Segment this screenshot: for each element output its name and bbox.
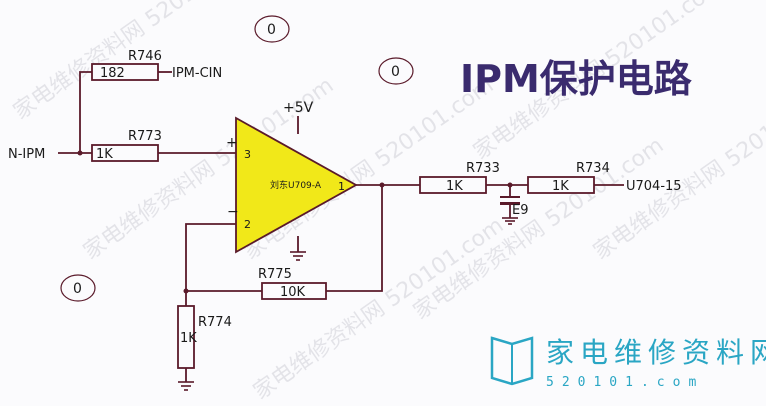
r775-value: 10K (280, 285, 306, 300)
junction-dot (379, 182, 385, 188)
opamp-minus-sign: − (227, 204, 239, 220)
junction-dot (507, 182, 513, 188)
resistor-r733: 1K R733 (419, 161, 500, 194)
r746-ref: R746 (128, 49, 162, 64)
circle-marker (60, 274, 96, 302)
book-icon (490, 336, 534, 386)
net-label-n-ipm: N-IPM (8, 147, 45, 162)
r773-value: 1K (96, 147, 113, 162)
r733-ref: R733 (466, 161, 500, 176)
pin-number: 2 (244, 218, 251, 231)
net-label-output: U704-15 (626, 179, 682, 194)
brand-url: 520101.com (546, 375, 704, 390)
resistor-r773: 1K R773 (91, 129, 162, 162)
pin-number: 1 (338, 180, 345, 193)
junction-dot (183, 288, 189, 294)
capacitor-e9: E9 (500, 196, 529, 225)
resistor-r734: 1K R734 (527, 161, 610, 194)
opamp-u709a: 刘东U709-A + − 3 2 1 (226, 116, 358, 254)
r775-ref: R775 (258, 267, 292, 282)
opamp-label: 刘东U709-A (270, 179, 322, 191)
circle-markers: 0 0 0 (60, 15, 414, 302)
r774-value: 1K (180, 331, 197, 346)
r746-value: 182 (100, 66, 125, 81)
resistor-r774: 1K R774 (177, 305, 232, 369)
net-label-ipm-cin: IPM-CIN (172, 66, 222, 81)
r734-value: 1K (552, 179, 569, 194)
resistor-r775: 10K R775 (258, 267, 327, 300)
r774-ref: R774 (198, 315, 232, 330)
ground-symbol (290, 251, 306, 261)
r733-value: 1K (446, 179, 463, 194)
page-title: IPM保护电路 (460, 57, 693, 101)
circle-marker (254, 15, 290, 43)
watermark-text: 家电维修资料网 520101.com (249, 213, 508, 405)
r773-ref: R773 (128, 129, 162, 144)
opamp-plus-sign: + (226, 135, 238, 151)
circle-marker-label: 0 (267, 22, 276, 38)
circle-marker-label: 0 (391, 64, 400, 80)
circle-marker-label: 0 (73, 281, 82, 297)
circle-marker (378, 57, 414, 85)
r734-ref: R734 (576, 161, 610, 176)
pin-number: 3 (244, 148, 251, 161)
net-label-vcc: +5V (283, 100, 314, 116)
e9-ref: E9 (512, 203, 529, 218)
brand-name: 家电维修资料网 (546, 336, 766, 369)
junction-dot (77, 150, 83, 156)
ground-symbol (502, 217, 518, 225)
ground-symbol (178, 381, 194, 391)
resistor-r746: 182 R746 (91, 49, 162, 81)
brand-watermark: 家电维修资料网 520101.com (490, 336, 766, 390)
